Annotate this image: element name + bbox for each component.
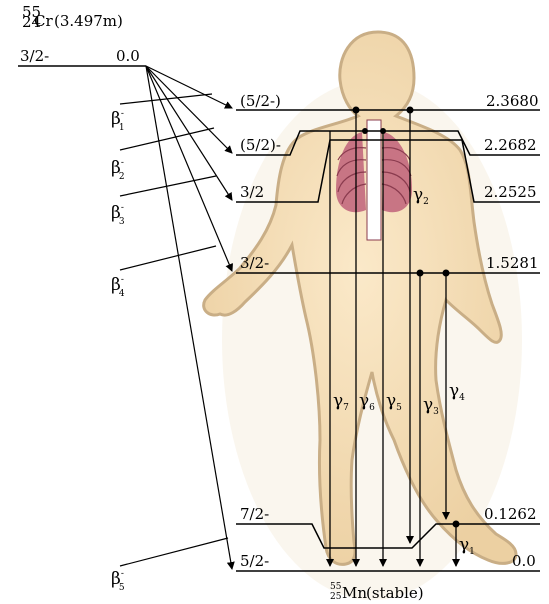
- level-spin-1: (5/2)-: [240, 136, 281, 154]
- level-energy-5: 0.0: [512, 552, 536, 570]
- level-spin-4: 7/2-: [240, 505, 269, 523]
- parent-spin: 3/2-: [20, 47, 49, 65]
- level-spin-0: (5/2-): [240, 92, 281, 110]
- parent-halflife: (3.497m): [54, 12, 123, 30]
- spine: [367, 120, 381, 240]
- level-energy-1: 2.2682: [484, 136, 537, 154]
- level-energy-2: 2.2525: [484, 183, 537, 201]
- beta-label-2: β-2: [111, 158, 125, 182]
- beta-label-1: β-1: [111, 109, 125, 133]
- daughter-symbol: Mn: [342, 584, 367, 602]
- beta-labels: β-1 β-2 β-3 β-4 β-5: [111, 109, 125, 593]
- level-energy-0: 2.3680: [486, 92, 539, 110]
- beta-arrow-3: [146, 66, 232, 200]
- parent-energy: 0.0: [116, 47, 140, 65]
- level-energy-3: 1.5281: [486, 254, 539, 272]
- beta-label-5: β-5: [111, 569, 125, 593]
- parent-symbol: Cr: [34, 12, 53, 30]
- level-spin-3: 3/2-: [240, 254, 269, 272]
- beta-label-3: β-3: [111, 203, 125, 227]
- level-spin-5: 5/2-: [240, 552, 269, 570]
- beta-arrows: [120, 66, 232, 569]
- level-energy-4: 0.1262: [484, 505, 537, 523]
- level-spin-2: 3/2: [240, 183, 264, 201]
- beta-label-4: β-4: [111, 275, 125, 299]
- daughter-mass-number: 55: [330, 582, 342, 592]
- daughter-atomic-number: 25: [330, 592, 342, 602]
- daughter-note: (stable): [366, 584, 424, 602]
